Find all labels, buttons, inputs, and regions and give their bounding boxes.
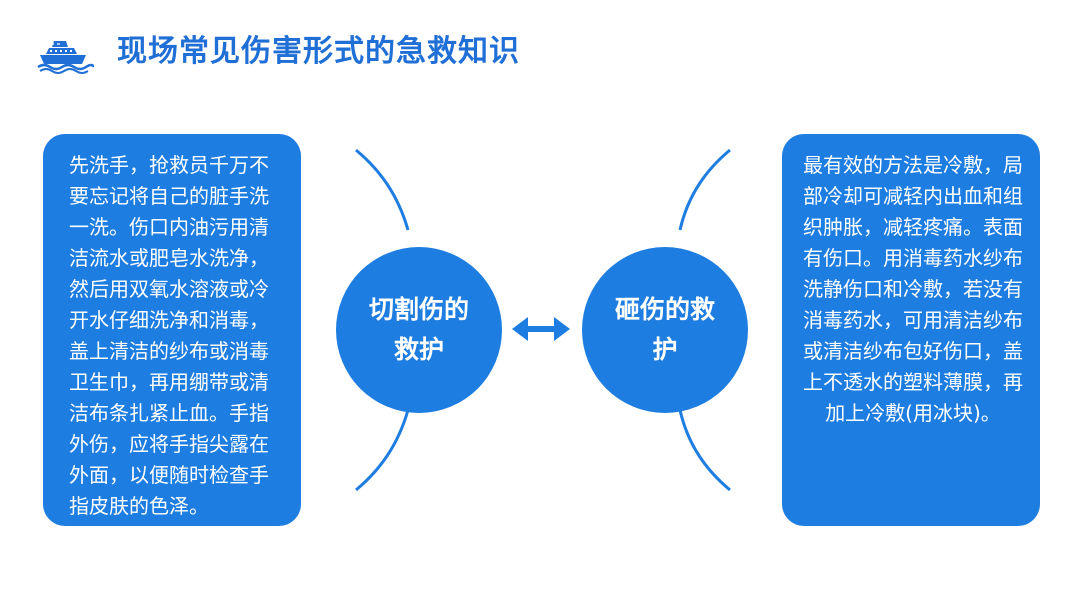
left-arc-top <box>355 148 410 231</box>
cut-injury-info-panel: 先洗手，抢救员千万不要忘记将自己的脏手洗一洗。伤口内油污用清洁流水或肥皂水洗净，… <box>43 134 301 526</box>
crush-injury-text: 最有效的方法是冷敷，局部冷却可减轻内出血和组织肿胀，减轻疼痛。表面有伤口。用消毒… <box>803 153 1023 425</box>
right-arc-bottom <box>678 409 731 492</box>
page-title: 现场常见伤害形式的急救知识 <box>117 34 520 69</box>
crush-injury-circle: 砸伤的救护 <box>582 247 748 413</box>
left-arc-bottom <box>355 409 410 492</box>
right-arc-top <box>678 148 731 231</box>
ship-icon <box>37 41 94 74</box>
crush-injury-label: 砸伤的救护 <box>614 295 715 364</box>
cut-injury-label: 切割伤的救护 <box>368 295 469 364</box>
crush-injury-info-panel: 最有效的方法是冷敷，局部冷却可减轻内出血和组织肿胀，减轻疼痛。表面有伤口。用消毒… <box>782 134 1040 526</box>
cut-injury-text: 先洗手，抢救员千万不要忘记将自己的脏手洗一洗。伤口内油污用清洁流水或肥皂水洗净，… <box>69 153 269 518</box>
cut-injury-circle: 切割伤的救护 <box>336 247 502 413</box>
double-arrow-icon <box>512 317 570 341</box>
